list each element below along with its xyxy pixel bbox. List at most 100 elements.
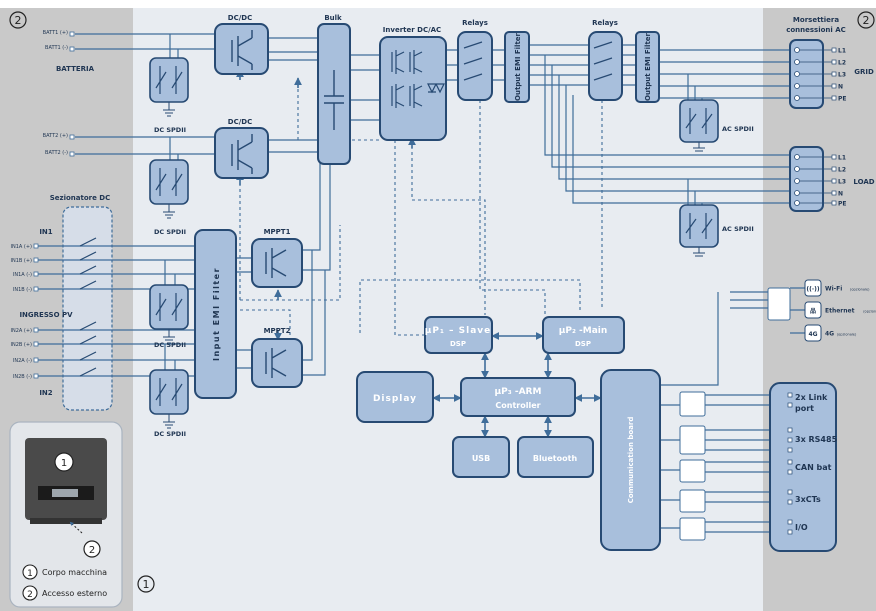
input-emi-filter-label: Input EMI Filter <box>212 267 221 361</box>
ac-line-label: L1 <box>838 155 846 162</box>
dcdc1-block <box>214 23 269 75</box>
port-pin-icon <box>787 469 793 475</box>
arm-controller-subtitle: Controller <box>495 401 540 410</box>
usb-block <box>452 436 510 478</box>
bluetooth-block <box>517 436 594 478</box>
port-label: I/O <box>795 523 808 532</box>
terminal-screw-icon <box>794 47 800 53</box>
varistor-icon <box>155 66 183 94</box>
ac-spd-block <box>679 99 719 143</box>
port-pin-icon <box>787 402 793 408</box>
switch-contact-icon <box>79 351 97 361</box>
4g-icon-glyph: 4G <box>808 331 817 338</box>
ac-line-label: L1 <box>838 48 846 55</box>
port-label: 3xCTs <box>795 495 821 504</box>
terminal-icon <box>831 190 837 196</box>
relay-contact-icon <box>463 41 483 81</box>
batt1-minus-label: BATT1 (-) <box>45 45 68 51</box>
dc-spd-label: DC SPDII <box>154 126 186 134</box>
ac-line-label: L2 <box>838 167 846 174</box>
ground-icon <box>693 142 705 152</box>
batt2-plus-label: BATT2 (+) <box>43 133 68 139</box>
bulk-label: Bulk <box>324 14 342 22</box>
port-label: port <box>795 404 814 413</box>
varistor-icon <box>155 293 183 321</box>
pv-terminal-label: IN2B (-) <box>13 374 32 380</box>
terminal-icon <box>831 178 837 184</box>
terminal-screw-icon <box>794 154 800 160</box>
dcdc2-label: DC/DC <box>228 118 252 126</box>
ac-line-label: L2 <box>838 60 846 67</box>
connector-wireless-icon <box>767 287 791 321</box>
inverter-body-icon <box>25 438 107 520</box>
port-pin-icon <box>787 529 793 535</box>
dc-disconnector-title: Sezionatore DC <box>50 194 111 202</box>
switch-contact-icon <box>79 265 97 275</box>
pv-terminal-label: IN2A (-) <box>13 358 32 364</box>
connector-io-icon <box>679 517 706 541</box>
dc-disconnector-box <box>62 206 113 411</box>
marker-right: 2 <box>857 11 875 29</box>
terminal-screw-icon <box>794 178 800 184</box>
terminal-icon <box>831 166 837 172</box>
dc-spd-block <box>149 159 189 205</box>
capacitor-icon <box>324 70 344 130</box>
legend-item1-icon <box>22 564 38 580</box>
varistor-icon <box>155 168 183 196</box>
dc-spd-block <box>149 57 189 103</box>
arm-controller-block <box>460 377 576 417</box>
legend-item2-num: 2 <box>27 590 33 600</box>
relays2-block <box>588 31 623 101</box>
ground-icon <box>693 247 705 257</box>
inverter-label: Inverter DC/AC <box>383 26 441 34</box>
wifi-icon <box>804 279 822 297</box>
access-arrow-icon <box>69 521 83 534</box>
marker-bottom: 1 <box>137 575 155 593</box>
ac-line-label: PE <box>838 201 847 208</box>
ethernet-icon <box>804 301 822 319</box>
batt-terminal-icon <box>69 134 75 140</box>
port-label: 2x Link <box>795 393 828 402</box>
main-dsp-block <box>542 316 625 354</box>
terminal-screw-icon <box>794 166 800 172</box>
legend: 1 2 1 Corpo macchina 2 Accesso esterno <box>9 421 123 608</box>
dcdc2-block <box>214 127 269 179</box>
port-pin-icon <box>787 459 793 465</box>
switch-contact-icon <box>79 251 97 261</box>
switch-contact-icon <box>79 367 97 377</box>
4g-icon <box>804 324 822 342</box>
marker-right-label: 2 <box>863 14 870 27</box>
transistor-icon <box>265 248 287 278</box>
ac-spd-label: AC SPDII <box>722 225 754 233</box>
relays2-label: Relays <box>592 19 618 27</box>
ports-block <box>769 382 837 552</box>
terminal-screw-icon <box>794 200 800 206</box>
legend-marker-2: 2 <box>89 545 95 556</box>
port-pin-icon <box>787 447 793 453</box>
wireless-label: Ethernet <box>825 308 855 315</box>
terminal-icon <box>831 95 837 101</box>
connector-link-icon <box>679 391 706 417</box>
slave-dsp-subtitle: DSP <box>450 340 466 348</box>
communication-board-block <box>600 369 661 551</box>
load-label: LOAD <box>853 178 874 186</box>
port-connectors <box>679 287 791 541</box>
mppt1-label: MPPT1 <box>264 228 291 236</box>
terminal-screw-icon <box>794 95 800 101</box>
terminal-icon <box>33 257 39 263</box>
switch-contact-icon <box>79 321 97 331</box>
slave-dsp-block <box>424 316 493 354</box>
dcdc1-label: DC/DC <box>228 14 252 22</box>
dc-spd-block <box>149 369 189 415</box>
marker-bottom-label: 1 <box>143 578 150 591</box>
legend-marker-1-icon <box>54 452 74 472</box>
legend-item2-icon <box>22 585 38 601</box>
ac-line-label: L3 <box>838 72 846 79</box>
varistor-icon <box>155 378 183 406</box>
ac-line-label: PE <box>838 96 847 103</box>
wireless-note: (opzionale) <box>837 333 857 337</box>
